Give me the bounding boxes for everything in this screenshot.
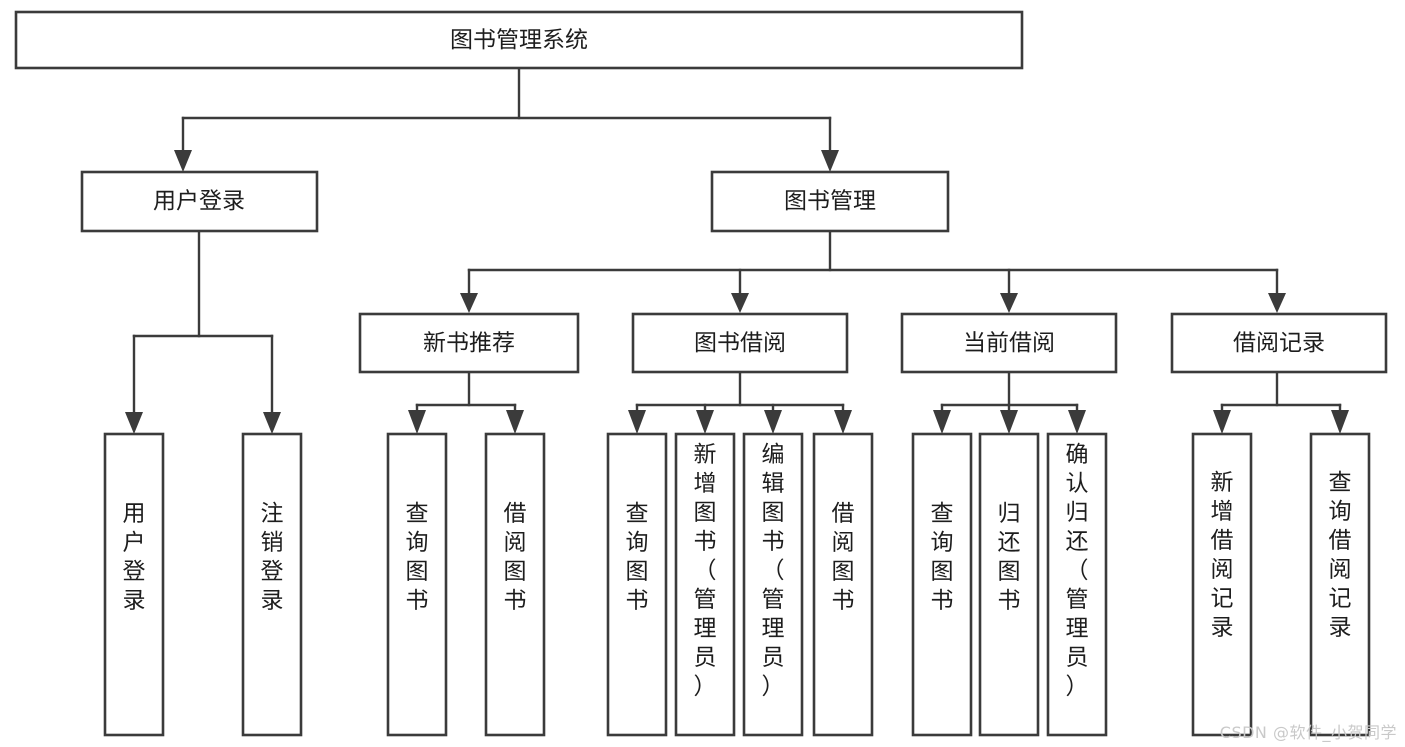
- node-current-borrow-label: 当前借阅: [963, 330, 1055, 356]
- leaf-node-confirm-return-admin-box[interactable]: [1046, 432, 1108, 737]
- node-new-book-recommend-label: 新书推荐: [423, 330, 515, 356]
- arrow-head-cb-leaf-3: [1068, 410, 1086, 434]
- node-book-borrow-label: 图书借阅: [694, 330, 786, 356]
- connector-book-manage-children: [460, 228, 1286, 313]
- leaf-node-query-book-nb[interactable]: 查询图书: [386, 432, 448, 737]
- leaf-node-borrow-book-bb-box[interactable]: [812, 432, 874, 737]
- arrow-head-br-leaf-2: [1331, 410, 1349, 434]
- leaf-node-user-login-box[interactable]: [103, 432, 165, 737]
- leaf-node-add-book-admin-box[interactable]: [674, 432, 736, 737]
- connector-book-borrow-children: [628, 370, 852, 434]
- leaf-node-query-book-nb-label: 查询图书: [406, 501, 429, 614]
- leaf-node-borrow-book-bb-label: 借阅图书: [832, 501, 855, 614]
- node-new-book-recommend-box[interactable]: [358, 312, 580, 374]
- connector-root-to-level1: [174, 66, 839, 172]
- arrow-head-nb-leaf-2: [506, 410, 524, 434]
- leaf-node-query-borrow-record-label: 查询借阅记录: [1329, 470, 1352, 641]
- node-borrow-record-box[interactable]: [1170, 312, 1388, 374]
- arrow-head-nb-leaf-1: [408, 410, 426, 434]
- leaf-node-add-borrow-record-label: 新增借阅记录: [1211, 470, 1234, 641]
- arrow-head-leaf-user-login: [125, 412, 143, 434]
- leaf-node-query-book-cb[interactable]: 查询图书: [911, 432, 973, 737]
- node-book-manage[interactable]: 图书管理: [710, 170, 950, 233]
- connector-borrow-record-children: [1213, 370, 1349, 434]
- leaf-node-edit-book-admin-box[interactable]: [742, 432, 804, 737]
- leaf-node-add-book-admin-label: 新增图书（管理员）: [694, 442, 717, 700]
- node-current-borrow[interactable]: 当前借阅: [900, 312, 1118, 374]
- arrow-head-bb-leaf-4: [834, 410, 852, 434]
- leaf-node-query-borrow-record-box[interactable]: [1309, 432, 1371, 737]
- node-new-book-recommend[interactable]: 新书推荐: [358, 312, 580, 374]
- node-root-system-label: 图书管理系统: [450, 27, 588, 53]
- node-borrow-record[interactable]: 借阅记录: [1170, 312, 1388, 374]
- leaf-node-query-book-bb-label: 查询图书: [626, 501, 649, 614]
- node-root-system[interactable]: 图书管理系统: [14, 10, 1024, 70]
- leaf-node-return-book[interactable]: 归还图书: [978, 432, 1040, 737]
- connector-user-login-children: [125, 230, 281, 434]
- arrow-head-book-borrow: [731, 293, 749, 313]
- leaf-node-borrow-book-nb[interactable]: 借阅图书: [484, 432, 546, 737]
- leaf-node-borrow-book-bb[interactable]: 借阅图书: [812, 432, 874, 737]
- node-book-manage-label: 图书管理: [784, 188, 876, 214]
- leaf-node-confirm-return-admin-label: 确认归还（管理员）: [1066, 442, 1089, 700]
- arrow-head-new-book: [460, 293, 478, 313]
- node-current-borrow-box[interactable]: [900, 312, 1118, 374]
- connector-new-book-children: [408, 370, 524, 434]
- leaf-node-user-login[interactable]: 用户登录: [103, 432, 165, 737]
- arrow-head-current-borrow: [1000, 293, 1018, 313]
- node-book-borrow-box[interactable]: [631, 312, 849, 374]
- node-book-manage-box[interactable]: [710, 170, 950, 233]
- arrow-head-leaf-logout: [263, 412, 281, 434]
- arrow-head-br-leaf-1: [1213, 410, 1231, 434]
- arrow-head-bb-leaf-2: [696, 410, 714, 434]
- arrow-head-bb-leaf-3: [764, 410, 782, 434]
- leaf-node-logout-box[interactable]: [241, 432, 303, 737]
- leaf-node-return-book-label: 归还图书: [998, 501, 1021, 614]
- leaf-node-query-book-cb-box[interactable]: [911, 432, 973, 737]
- leaf-node-query-book-nb-box[interactable]: [386, 432, 448, 737]
- node-borrow-record-label: 借阅记录: [1233, 330, 1325, 356]
- node-root-system-box[interactable]: [14, 10, 1024, 70]
- arrow-head-cb-leaf-2: [1000, 410, 1018, 434]
- leaf-node-confirm-return-admin[interactable]: 确认归还（管理员）: [1046, 432, 1108, 737]
- leaf-node-add-book-admin[interactable]: 新增图书（管理员）: [674, 432, 736, 737]
- leaf-node-user-login-label: 用户登录: [123, 501, 146, 614]
- leaf-node-add-borrow-record[interactable]: 新增借阅记录: [1191, 432, 1253, 737]
- leaf-node-borrow-book-nb-label: 借阅图书: [504, 501, 527, 614]
- leaf-node-query-book-cb-label: 查询图书: [931, 501, 954, 614]
- leaf-node-add-borrow-record-box[interactable]: [1191, 432, 1253, 737]
- arrow-head-borrow-record: [1268, 293, 1286, 313]
- leaf-node-edit-book-admin[interactable]: 编辑图书（管理员）: [742, 432, 804, 737]
- leaf-node-logout-label: 注销登录: [261, 501, 284, 614]
- arrow-head-cb-leaf-1: [933, 410, 951, 434]
- arrow-head-user-login: [174, 150, 192, 172]
- leaf-node-logout[interactable]: 注销登录: [241, 432, 303, 737]
- node-book-borrow[interactable]: 图书借阅: [631, 312, 849, 374]
- leaf-node-query-borrow-record[interactable]: 查询借阅记录: [1309, 432, 1371, 737]
- leaf-node-edit-book-admin-label: 编辑图书（管理员）: [762, 442, 785, 700]
- node-user-login[interactable]: 用户登录: [80, 170, 319, 233]
- arrow-head-book-manage: [821, 150, 839, 172]
- arrow-head-bb-leaf-1: [628, 410, 646, 434]
- node-user-login-label: 用户登录: [153, 188, 245, 214]
- leaf-node-query-book-bb-box[interactable]: [606, 432, 668, 737]
- node-user-login-box[interactable]: [80, 170, 319, 233]
- connector-current-borrow-children: [933, 370, 1086, 434]
- leaf-node-return-book-box[interactable]: [978, 432, 1040, 737]
- leaf-node-borrow-book-nb-box[interactable]: [484, 432, 546, 737]
- leaf-node-query-book-bb[interactable]: 查询图书: [606, 432, 668, 737]
